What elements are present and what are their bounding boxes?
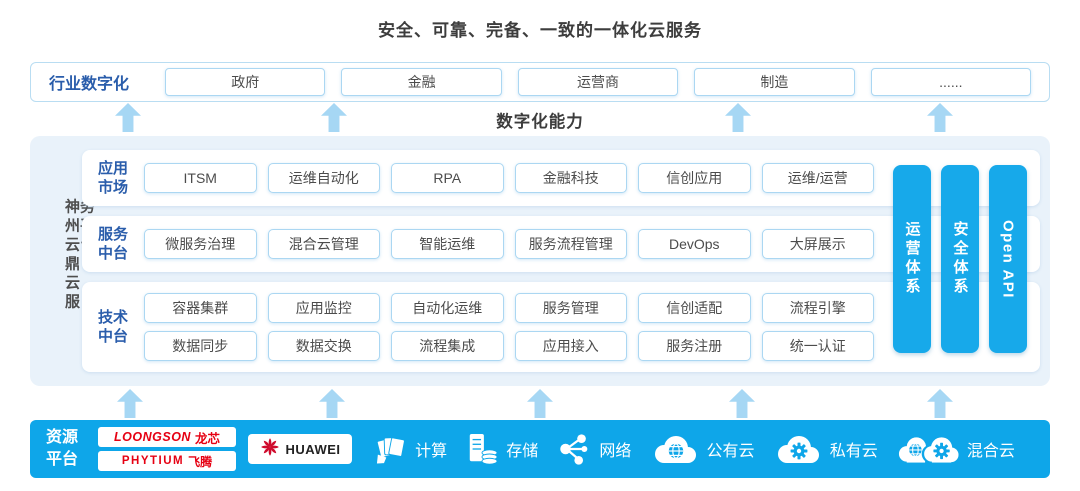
svc-item-smart-ops: 智能运维 [391,229,504,259]
compute-icon [375,434,407,464]
industry-boxes: 政府 金融 运营商 制造 ...... [165,68,1032,96]
up-arrow-icon [527,389,553,418]
row-service-platform: 服务中台 微服务治理 混合云管理 智能运维 服务流程管理 DevOps 大屏展示 [82,216,1040,272]
app-item-ops-automation: 运维自动化 [267,163,380,193]
phytium-logo: PHYTIUM 飞腾 [98,451,236,471]
private-cloud-icon [774,434,822,464]
platform-rows: 应用市场 ITSM 运维自动化 RPA 金融科技 信创应用 运维/运营 服务中台 [82,136,1040,386]
row-app-market-label: 应用市场 [98,159,129,197]
svc-item-dashboard: 大屏展示 [761,229,874,259]
industry-item-manufacturing: 制造 [694,68,855,96]
app-item-xinchuang-app: 信创应用 [638,163,751,193]
tech-item-container: 容器集群 [144,293,257,323]
tech-item-app-monitor: 应用监控 [267,293,380,323]
tech-item-unified-auth: 统一认证 [761,331,874,361]
huawei-flower-icon [260,437,280,462]
network-icon [557,433,591,465]
industry-item-government: 政府 [165,68,326,96]
row-app-market: 应用市场 ITSM 运维自动化 RPA 金融科技 信创应用 运维/运营 [82,150,1040,206]
row-service-platform-label: 服务中台 [98,225,129,263]
tech-item-data-exchange: 数据交换 [267,331,380,361]
resource-items: 计算 [356,433,1034,465]
up-arrow-icon [319,389,345,418]
loongson-logo: LOONGSON 龙芯 [98,427,236,447]
resource-item-network: 网络 [557,433,631,465]
resource-item-public-cloud: 公有云 [651,434,755,464]
svc-item-hybrid-mgmt: 混合云管理 [267,229,380,259]
svc-item-flow-mgmt: 服务流程管理 [514,229,627,259]
up-arrow-icon [927,389,953,418]
industry-row-label: 行业数字化 [49,76,130,93]
page-title: 安全、可靠、完备、一致的一体化云服务 [378,21,702,40]
tech-item-svc-mgmt: 服务管理 [514,293,627,323]
capability-label: 数字化能力 [496,113,584,131]
app-item-fintech: 金融科技 [514,163,627,193]
svc-item-microservice: 微服务治理 [144,229,257,259]
platform-container: 神州云鼎云服务平台 应用市场 ITSM 运维自动化 RPA 金融科技 信创应用 … [30,136,1050,386]
pillar-security-system: 安全体系 [941,165,979,353]
tech-item-data-sync: 数据同步 [144,331,257,361]
resource-item-compute: 计算 [375,434,447,464]
pillar-open-api: Open API [989,165,1027,353]
industry-item-operator: 运营商 [517,68,679,96]
tech-item-auto-ops: 自动化运维 [391,293,504,323]
up-arrow-icon [117,389,143,418]
app-item-rpa: RPA [391,163,504,193]
app-item-itsm: ITSM [144,163,257,193]
tech-item-flow-engine: 流程引擎 [761,293,874,323]
tech-item-xinchuang-adapt: 信创适配 [638,293,751,323]
resource-item-hybrid-cloud: 混合云 [897,434,1015,464]
row-tech-platform-label: 技术中台 [98,308,129,346]
tech-item-flow-integration: 流程集成 [391,331,504,361]
row-tech-platform: 技术中台 容器集群 应用监控 自动化运维 服务管理 信创适配 流程引擎 数据同步… [82,282,1040,372]
public-cloud-icon [651,434,699,464]
industry-row: 行业数字化 政府 金融 运营商 制造 ...... [30,62,1050,102]
tech-item-svc-registry: 服务注册 [638,331,751,361]
resource-item-private-cloud: 私有云 [774,434,878,464]
app-item-ops-operation: 运维/运营 [761,163,874,193]
pillar-operations-system: 运营体系 [893,165,931,353]
huawei-logo: HUAWEI [248,434,352,464]
resource-platform-band: 资源平台 LOONGSON 龙芯 PHYTIUM 飞腾 [30,420,1050,478]
industry-item-finance: 金融 [341,68,502,96]
vendor-chips: LOONGSON 龙芯 PHYTIUM 飞腾 [98,427,236,471]
resource-item-storage: 存储 [466,433,538,465]
svc-item-devops: DevOps [638,229,751,259]
industry-item-more: ...... [870,68,1032,96]
tech-item-app-access: 应用接入 [514,331,627,361]
resource-platform-label: 资源平台 [46,429,79,468]
up-arrow-icon [729,389,755,418]
hybrid-cloud-icon [897,434,959,464]
storage-icon [466,433,498,465]
